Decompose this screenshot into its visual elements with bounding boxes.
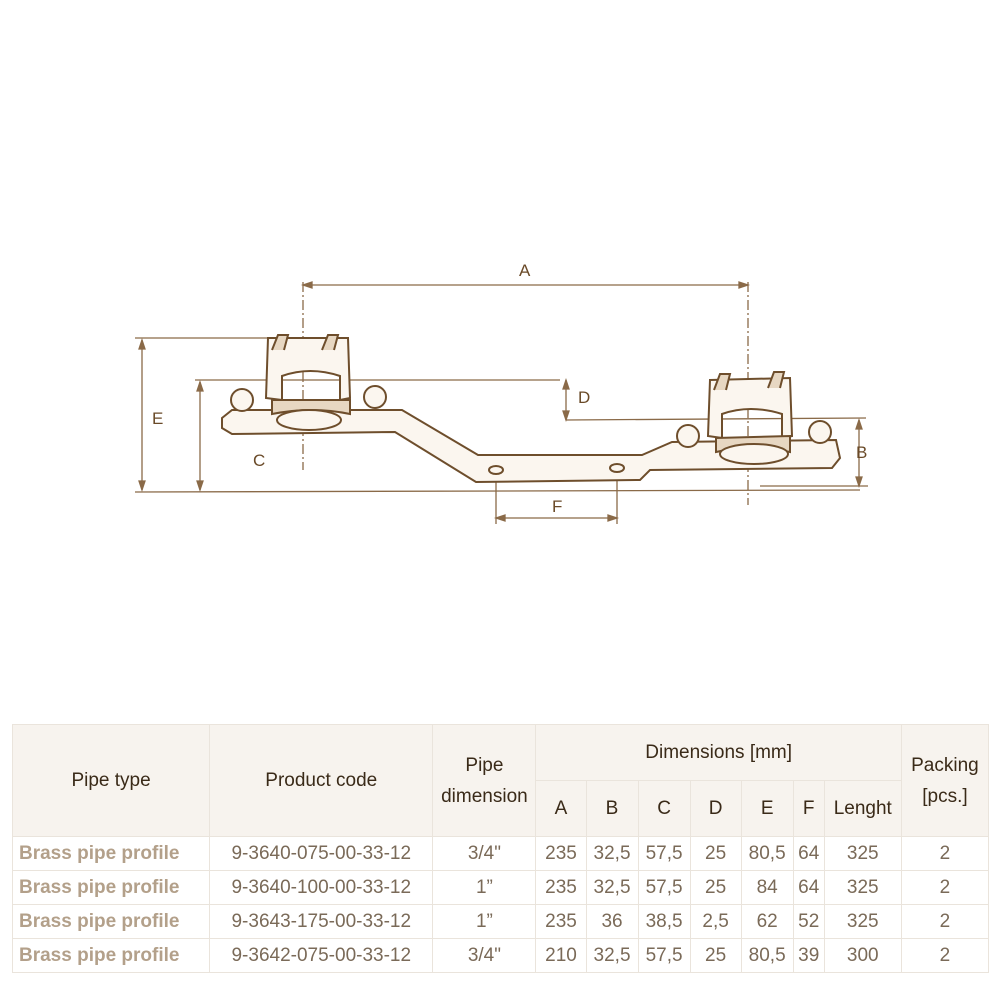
cell-e: 80,5 [740, 938, 794, 973]
cell-c: 57,5 [637, 836, 691, 871]
cell-d: 25 [689, 836, 742, 871]
cell-f: 64 [792, 870, 825, 905]
cell-b: 32,5 [585, 836, 639, 871]
cell-a: 235 [535, 836, 587, 871]
cell-c: 57,5 [637, 870, 691, 905]
cell-a: 235 [535, 870, 587, 905]
cell-f: 52 [792, 904, 825, 939]
cell-packing: 2 [900, 938, 990, 973]
cell-d: 25 [689, 938, 742, 973]
dim-label-a: A [519, 261, 531, 280]
dim-label-c: C [253, 451, 265, 470]
table-row: Brass pipe profile 9-3643-175-00-33-12 1… [11, 904, 990, 939]
cell-pipe-dimension: 1” [432, 870, 537, 905]
cell-c: 57,5 [637, 938, 691, 973]
cell-e: 80,5 [740, 836, 794, 871]
cell-length: 325 [823, 904, 902, 939]
header-product-code: Product code [209, 724, 434, 837]
cell-pipe-dimension: 3/4" [432, 938, 537, 973]
cell-pipe-type: Brass pipe profile [11, 870, 211, 905]
cell-f: 64 [792, 836, 825, 871]
header-pipe-dimension-line1: Pipe [465, 754, 504, 776]
cell-product-code: 9-3640-075-00-33-12 [209, 836, 434, 871]
header-dim-d: D [689, 780, 742, 837]
table-row: Brass pipe profile 9-3642-075-00-33-12 3… [11, 938, 990, 973]
cell-length: 325 [823, 870, 902, 905]
cell-pipe-type: Brass pipe profile [11, 938, 211, 973]
cell-a: 210 [535, 938, 587, 973]
dim-label-b: B [856, 443, 867, 462]
dim-label-e: E [152, 409, 163, 428]
header-pipe-type: Pipe type [11, 724, 211, 837]
header-dim-a: A [535, 780, 587, 837]
header-length: Lenght [823, 780, 902, 837]
cell-length: 300 [823, 938, 902, 973]
dim-label-f: F [552, 497, 562, 516]
cell-length: 325 [823, 836, 902, 871]
header-dim-c: C [637, 780, 691, 837]
cell-b: 32,5 [585, 870, 639, 905]
cell-packing: 2 [900, 836, 990, 871]
cell-packing: 2 [900, 870, 990, 905]
table-row: Brass pipe profile 9-3640-100-00-33-12 1… [11, 870, 990, 905]
cell-d: 25 [689, 870, 742, 905]
dim-label-d: D [578, 388, 590, 407]
header-pipe-dimension: Pipe dimension [432, 724, 537, 837]
cell-pipe-dimension: 3/4" [432, 836, 537, 871]
cell-pipe-type: Brass pipe profile [11, 904, 211, 939]
header-dimensions: Dimensions [mm] [535, 724, 902, 781]
header-packing-line2: [pcs.] [922, 785, 968, 807]
cell-f: 39 [792, 938, 825, 973]
table-row: Brass pipe profile 9-3640-075-00-33-12 3… [11, 836, 990, 871]
spec-table: Pipe type Product code Pipe dimension Di… [11, 724, 990, 973]
cell-b: 32,5 [585, 938, 639, 973]
header-dim-b: B [585, 780, 639, 837]
header-pipe-dimension-line2: dimension [441, 785, 528, 807]
cell-e: 84 [740, 870, 794, 905]
cell-product-code: 9-3642-075-00-33-12 [209, 938, 434, 973]
header-dim-f: F [792, 780, 825, 837]
cell-pipe-dimension: 1” [432, 904, 537, 939]
technical-drawing: A E C D B F [134, 261, 868, 524]
cell-c: 38,5 [637, 904, 691, 939]
header-packing-line1: Packing [911, 754, 979, 776]
header-dim-e: E [740, 780, 794, 837]
header-packing: Packing [pcs.] [900, 724, 990, 837]
cell-e: 62 [740, 904, 794, 939]
cell-packing: 2 [900, 904, 990, 939]
cell-b: 36 [585, 904, 639, 939]
cell-pipe-type: Brass pipe profile [11, 836, 211, 871]
cell-product-code: 9-3643-175-00-33-12 [209, 904, 434, 939]
cell-a: 235 [535, 904, 587, 939]
cell-product-code: 9-3640-100-00-33-12 [209, 870, 434, 905]
cell-d: 2,5 [689, 904, 742, 939]
